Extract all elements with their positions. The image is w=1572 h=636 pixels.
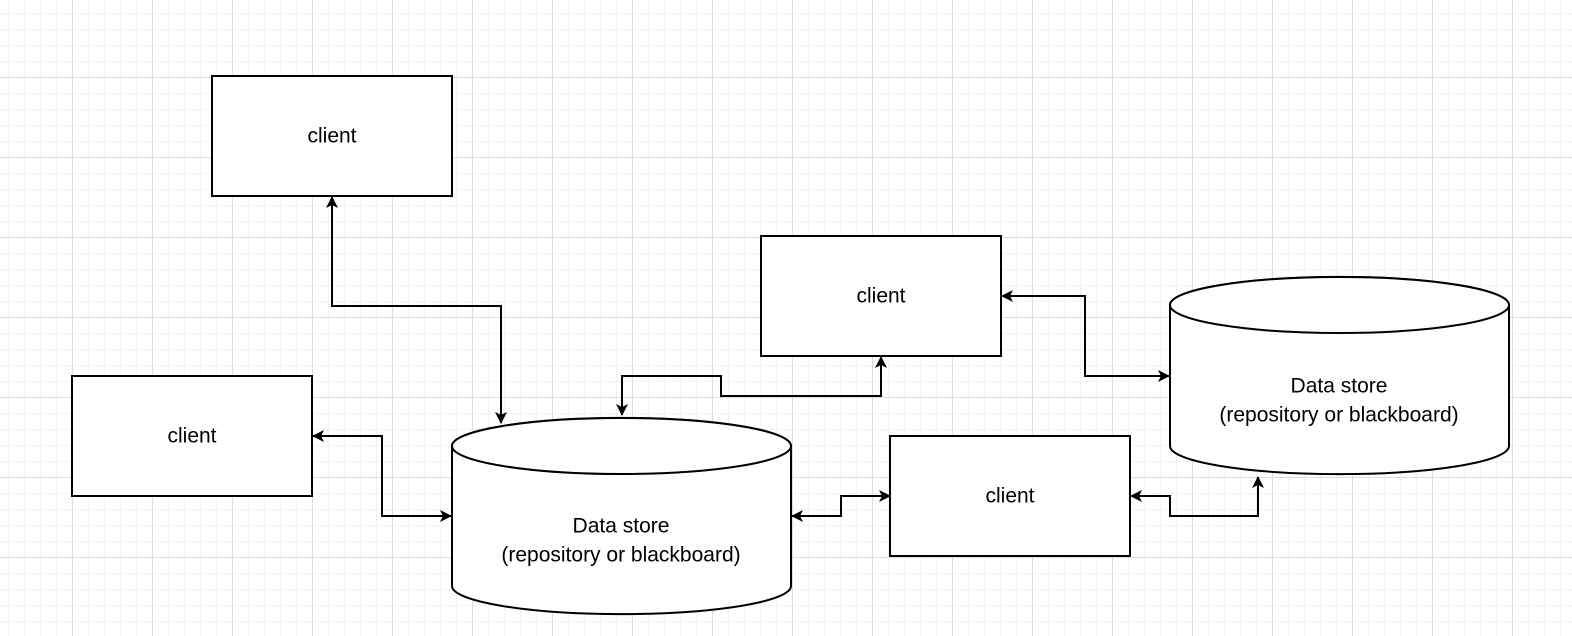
edge-client-top-to-store-center[interactable] [326, 196, 507, 424]
datastore-center[interactable]: Data store (repository or blackboard) [451, 416, 792, 616]
client-node-mid[interactable]: client [760, 235, 1002, 357]
edge-client-mid-to-store-center[interactable] [616, 356, 887, 416]
datastore-subtitle: (repository or blackboard) [501, 544, 740, 567]
client-label: client [307, 125, 356, 148]
datastore-subtitle: (repository or blackboard) [1219, 404, 1458, 427]
datastore-title: Data store [1291, 375, 1388, 398]
edge-client-mid-to-store-right[interactable] [1001, 290, 1170, 382]
client-node-low[interactable]: client [889, 435, 1131, 557]
datastore-right[interactable]: Data store (repository or blackboard) [1169, 275, 1510, 476]
client-label: client [985, 485, 1034, 508]
edge-client-left-to-store-center[interactable] [312, 430, 452, 522]
client-label: client [167, 425, 216, 448]
edge-store-center-to-client-low[interactable] [791, 490, 891, 522]
datastore-title: Data store [573, 515, 670, 538]
client-node-top[interactable]: client [211, 75, 453, 197]
client-node-left[interactable]: client [71, 375, 313, 497]
client-label: client [856, 285, 905, 308]
edge-client-low-to-store-right[interactable] [1130, 476, 1264, 517]
